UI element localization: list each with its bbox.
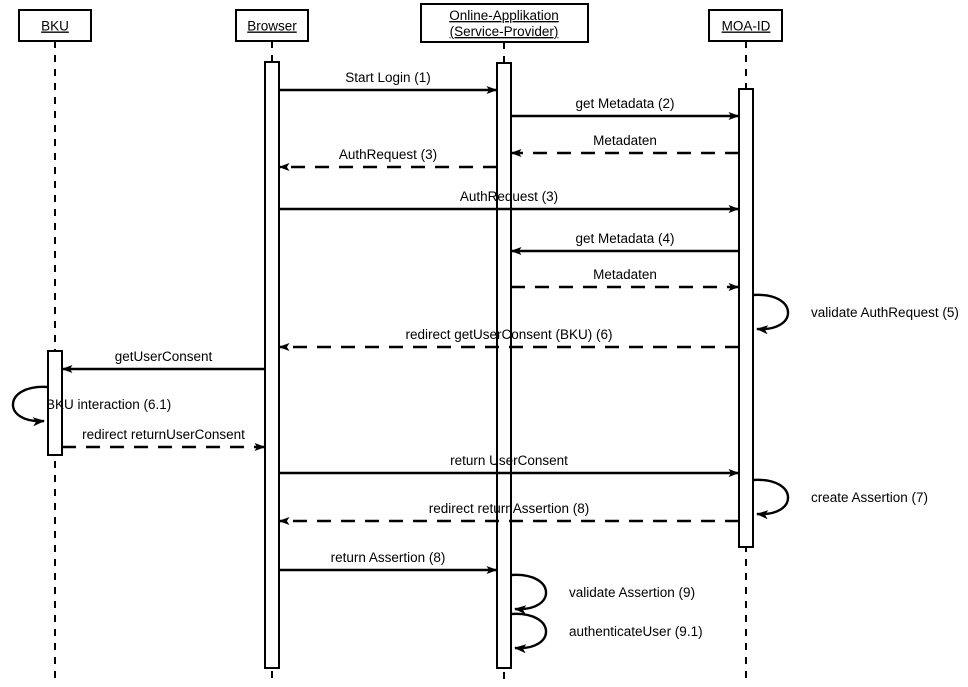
lifeline-title-browser: Browser bbox=[247, 19, 297, 34]
self-message-arrow-3 bbox=[752, 478, 790, 520]
message-label-10: redirect returnUserConsent bbox=[82, 427, 245, 442]
message-label-2: get Metadata (2) bbox=[575, 96, 674, 111]
self-message-arrow-1 bbox=[752, 293, 790, 335]
self-message-label-5: authenticateUser (9.1) bbox=[569, 624, 703, 639]
lifeline-head-moa[interactable] bbox=[708, 9, 783, 42]
lifeline-head-sp[interactable] bbox=[420, 3, 589, 43]
message-label-4: AuthRequest (3) bbox=[339, 147, 437, 162]
message-label-5: AuthRequest (3) bbox=[460, 189, 558, 204]
message-label-3: Metadaten bbox=[593, 133, 657, 148]
self-messages-layer: validate AuthRequest (5) BKU interaction … bbox=[11, 293, 959, 654]
activation-bar-sp bbox=[496, 62, 512, 669]
message-label-1: Start Login (1) bbox=[345, 70, 431, 85]
self-message-label-3: create Assertion (7) bbox=[811, 490, 928, 505]
lifeline-head-browser[interactable] bbox=[235, 9, 309, 42]
lifeline-title-moa: MOA-ID bbox=[722, 19, 771, 34]
message-label-13: return Assertion (8) bbox=[331, 550, 446, 565]
self-message-label-1: validate AuthRequest (5) bbox=[811, 305, 959, 320]
lifeline-head-bku[interactable] bbox=[18, 9, 92, 42]
lifeline-title-bku: BKU bbox=[41, 19, 69, 34]
message-label-11: return UserConsent bbox=[450, 453, 568, 468]
lifeline-title-sp: Online-Applikation(Service-Provider) bbox=[449, 8, 559, 39]
activation-bar-bku bbox=[47, 350, 63, 456]
message-label-12: redirect returnAssertion (8) bbox=[429, 501, 590, 516]
lifeline-heads-layer: BKU Browser Online-Applikation(Service-Pro… bbox=[18, 3, 783, 43]
self-message-arrow-2 bbox=[11, 385, 49, 427]
message-label-6: get Metadata (4) bbox=[575, 231, 674, 246]
activations-layer bbox=[47, 61, 754, 669]
activation-bar-browser bbox=[264, 61, 280, 669]
message-label-9: getUserConsent bbox=[115, 349, 213, 364]
messages-layer: Start Login (1) get Metadata (2) Metadaten… bbox=[61, 70, 740, 574]
self-message-label-4: validate Assertion (9) bbox=[569, 585, 695, 600]
message-label-7: Metadaten bbox=[593, 267, 657, 282]
self-message-label-2: BKU interaction (6.1) bbox=[46, 397, 171, 412]
self-message-arrow-4 bbox=[510, 573, 548, 615]
self-message-arrow-5 bbox=[510, 612, 548, 654]
message-label-8: redirect getUserConsent (BKU) (6) bbox=[405, 327, 612, 342]
activation-bar-moa bbox=[738, 88, 754, 548]
